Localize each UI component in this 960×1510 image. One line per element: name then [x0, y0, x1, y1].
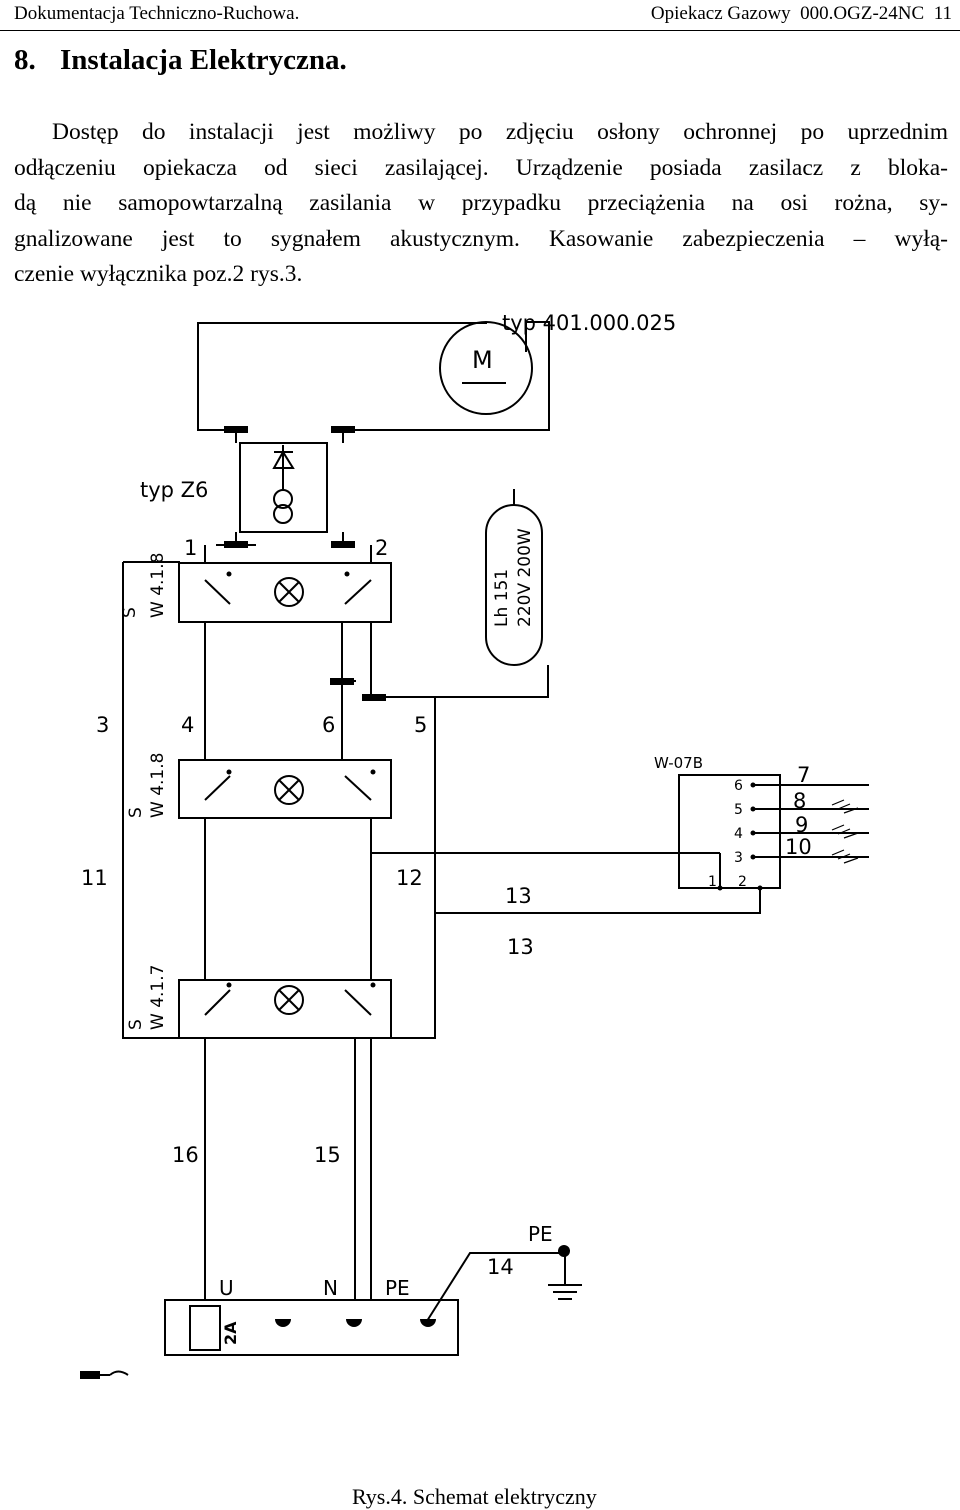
wire-11-label: 11	[81, 866, 108, 890]
motor-wire-left	[197, 322, 487, 431]
switch-1-lamp-icon	[274, 577, 304, 607]
switch-2-lamp-icon	[274, 775, 304, 805]
motor-wire-right	[343, 321, 550, 431]
wire-12-label: 12	[396, 866, 423, 890]
connector-pin-label: 3	[734, 850, 743, 866]
switch-1-label-s: S	[120, 607, 140, 618]
terminal-block	[164, 1299, 459, 1356]
switch-3-contact-left	[204, 989, 231, 1016]
mains-plug-icon	[109, 1370, 129, 1376]
wire-13-upper-label: 13	[505, 884, 532, 908]
wire-15-label: 15	[314, 1143, 341, 1167]
header-document-title: Dokumentacja Techniczno-Ruchowa.	[14, 3, 300, 24]
output-label: 9	[795, 813, 808, 837]
switch-1-contact-right	[344, 579, 372, 605]
supply-type-label: typ Z6	[140, 478, 208, 502]
terminal-pe-icon	[420, 1319, 436, 1327]
pe-screw-icon	[558, 1245, 570, 1257]
fuse-symbol	[189, 1305, 221, 1351]
header-product-page: Opiekacz Gazowy 000.OGZ-24NC 11	[650, 3, 952, 24]
terminal-u-icon	[275, 1319, 291, 1327]
paragraph-line: Dostęp do instalacji jest możliwy po zdj…	[52, 119, 948, 145]
wire-2-label: 2	[375, 536, 388, 560]
switch-2-contact-left	[204, 775, 231, 801]
output-label: 7	[797, 763, 810, 787]
mains-cable-end	[80, 1371, 100, 1379]
figure-caption: Rys.4. Schemat elektryczny	[352, 1484, 597, 1509]
switch-2-label-w: W 4.1.8	[148, 753, 168, 818]
wire-16-label: 16	[172, 1143, 199, 1167]
wire-13-lower	[435, 888, 761, 914]
motor-type-label: typ 401.000.025	[502, 311, 676, 335]
switch-1-box	[178, 562, 392, 623]
connector-name-label: W-07B	[654, 754, 703, 772]
section-heading: 8. Instalacja Elektryczna.	[14, 44, 347, 77]
paragraph-line: odłączeniu opiekacza od sieci zasilające…	[14, 154, 948, 181]
wire-1-label: 1	[184, 536, 197, 560]
switch-3-lamp-icon	[274, 985, 304, 1015]
wire-4-label: 4	[181, 713, 194, 737]
motor-symbol-label: M	[472, 346, 493, 374]
paragraph-line: dą nie samopowtarzalną zasilania w przyp…	[14, 190, 948, 216]
section-title: Instalacja Elektryczna.	[60, 44, 347, 76]
switch-2-contact-right	[344, 775, 372, 801]
switch-2-box	[178, 759, 392, 819]
switch-3-label-s: S	[126, 1019, 146, 1030]
motor-symbol	[439, 321, 533, 415]
switch-3-label-w: W 4.1.7	[148, 965, 168, 1030]
wire-13-lower-label: 13	[507, 935, 534, 959]
lamp-label: Lh 151	[492, 569, 512, 627]
paragraph-line: gnalizowane jest to sygnałem akustycznym…	[14, 225, 948, 252]
terminal-pe-label: PE	[385, 1276, 410, 1300]
switch-1-contact-left	[204, 579, 231, 605]
connector-pin-label: 1	[708, 874, 717, 890]
wire-3-label: 3	[96, 713, 109, 737]
pe-ground-label: PE	[528, 1222, 553, 1246]
lamp-rating-label: 220V 200W	[515, 528, 535, 627]
power-supply-box	[239, 442, 328, 533]
switch-3-box	[178, 979, 392, 1039]
connector-w07b	[678, 774, 781, 889]
output-label: 10	[785, 835, 812, 859]
section-number: 8.	[14, 44, 36, 76]
wire-14-pe	[426, 1252, 565, 1322]
paragraph-line: czenie wyłącznika poz.2 rys.3.	[14, 261, 303, 287]
terminal-n-label: N	[323, 1276, 338, 1300]
wire-to-lamp	[385, 665, 549, 698]
connector-pin-label: 2	[738, 874, 747, 890]
switch-1-label-w: W 4.1.8	[148, 553, 168, 618]
connector-pin-label: 5	[734, 802, 743, 818]
output-label: 8	[793, 789, 806, 813]
transformer-coil-icon	[273, 504, 293, 524]
page-header: Dokumentacja Techniczno-Ruchowa. Opiekac…	[0, 0, 960, 31]
electrical-schematic: typ 401.000.025 M typ Z6 1 2 S W 4.1.8 L…	[80, 311, 869, 1379]
connector-pin-label: 4	[734, 826, 743, 842]
wire-5-label: 5	[414, 713, 427, 737]
body-paragraph: Dostęp do instalacji jest możliwy po zdj…	[14, 115, 948, 293]
terminal-u-label: U	[219, 1276, 234, 1300]
fuse-rating-label: 2A	[221, 1321, 240, 1345]
switch-3-contact-right	[344, 989, 372, 1016]
wire-6-label: 6	[322, 713, 335, 737]
terminal-n-icon	[346, 1319, 362, 1327]
wire-14-label: 14	[487, 1255, 514, 1279]
switch-2-label-s: S	[126, 807, 146, 818]
connector-pin-label: 6	[734, 778, 743, 794]
